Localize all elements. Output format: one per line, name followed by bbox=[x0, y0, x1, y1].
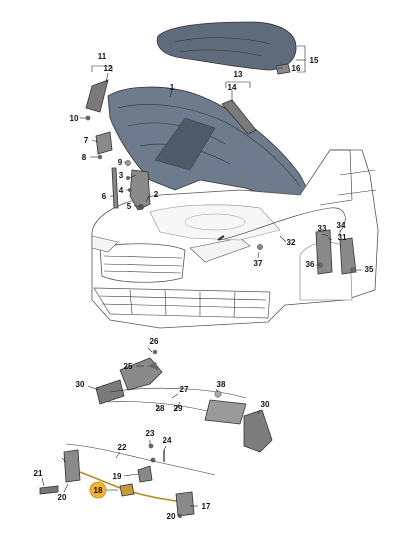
callout-22: 22 bbox=[118, 443, 127, 452]
callout-26: 26 bbox=[150, 337, 159, 346]
callout-16: 16 bbox=[292, 64, 301, 73]
callout-12: 12 bbox=[104, 64, 113, 73]
latch-lower-17 bbox=[175, 491, 195, 519]
callout-15: 15 bbox=[310, 56, 319, 65]
hood-insulation-pad bbox=[156, 21, 297, 71]
release-cable-upper bbox=[217, 207, 346, 241]
callout-6: 6 bbox=[102, 192, 107, 201]
callout-13: 13 bbox=[234, 70, 243, 79]
callout-29: 29 bbox=[174, 404, 183, 413]
callout-36: 36 bbox=[306, 260, 315, 269]
callout-8: 8 bbox=[82, 153, 87, 162]
callout-18: 18 bbox=[94, 486, 103, 495]
callout-5: 5 bbox=[127, 202, 132, 211]
callout-11: 11 bbox=[98, 52, 107, 61]
plenum-panel bbox=[95, 349, 247, 425]
clip-16 bbox=[275, 63, 291, 75]
callout-21: 21 bbox=[34, 469, 43, 478]
callout-28: 28 bbox=[156, 404, 165, 413]
callout-3: 3 bbox=[119, 171, 124, 180]
hood-hinge-left bbox=[85, 115, 113, 160]
callout-25: 25 bbox=[124, 362, 133, 371]
hinge-bracket bbox=[125, 160, 151, 211]
callout-4: 4 bbox=[119, 186, 124, 195]
callout-33: 33 bbox=[318, 224, 327, 233]
callout-27: 27 bbox=[180, 385, 189, 394]
gas-strut bbox=[111, 167, 119, 209]
callout-10: 10 bbox=[70, 114, 79, 123]
callout-31: 31 bbox=[338, 233, 347, 242]
release-cable-lower bbox=[65, 443, 216, 476]
callout-35: 35 bbox=[365, 265, 374, 274]
callout-30-left: 30 bbox=[76, 380, 85, 389]
hood bbox=[107, 86, 319, 211]
seal-left bbox=[85, 79, 109, 113]
callout-labels: 1 2 3 4 5 6 7 8 9 10 11 12 13 14 15 16 1… bbox=[34, 52, 374, 521]
callout-7: 7 bbox=[84, 136, 89, 145]
callout-14: 14 bbox=[228, 83, 237, 92]
group-bracket-15 bbox=[297, 45, 306, 73]
release-cable-18 bbox=[79, 471, 186, 503]
callout-24: 24 bbox=[163, 436, 172, 445]
bolts-23-24 bbox=[148, 443, 165, 463]
callout-20-left: 20 bbox=[58, 493, 67, 502]
cable-bracket-19 bbox=[137, 465, 153, 483]
leader-lines bbox=[41, 59, 362, 517]
callout-9: 9 bbox=[118, 158, 123, 167]
callout-23: 23 bbox=[146, 429, 155, 438]
seal-right bbox=[221, 99, 257, 135]
callout-38: 38 bbox=[217, 380, 226, 389]
group-bracket-13 bbox=[225, 81, 251, 88]
callout-1: 1 bbox=[170, 83, 175, 92]
callout-2: 2 bbox=[154, 190, 159, 199]
callout-30-right: 30 bbox=[261, 400, 270, 409]
callout-20-right: 20 bbox=[167, 512, 176, 521]
callout-37: 37 bbox=[254, 259, 263, 268]
side-trim-30 bbox=[243, 409, 273, 453]
hood-latch bbox=[257, 229, 357, 275]
callout-19: 19 bbox=[113, 472, 122, 481]
group-bracket-11 bbox=[91, 65, 113, 72]
highlight-badge-18 bbox=[89, 481, 107, 499]
callout-34: 34 bbox=[337, 221, 346, 230]
release-handle bbox=[39, 449, 81, 495]
callout-17: 17 bbox=[202, 502, 211, 511]
car-body bbox=[91, 149, 379, 329]
callout-32: 32 bbox=[287, 238, 296, 247]
